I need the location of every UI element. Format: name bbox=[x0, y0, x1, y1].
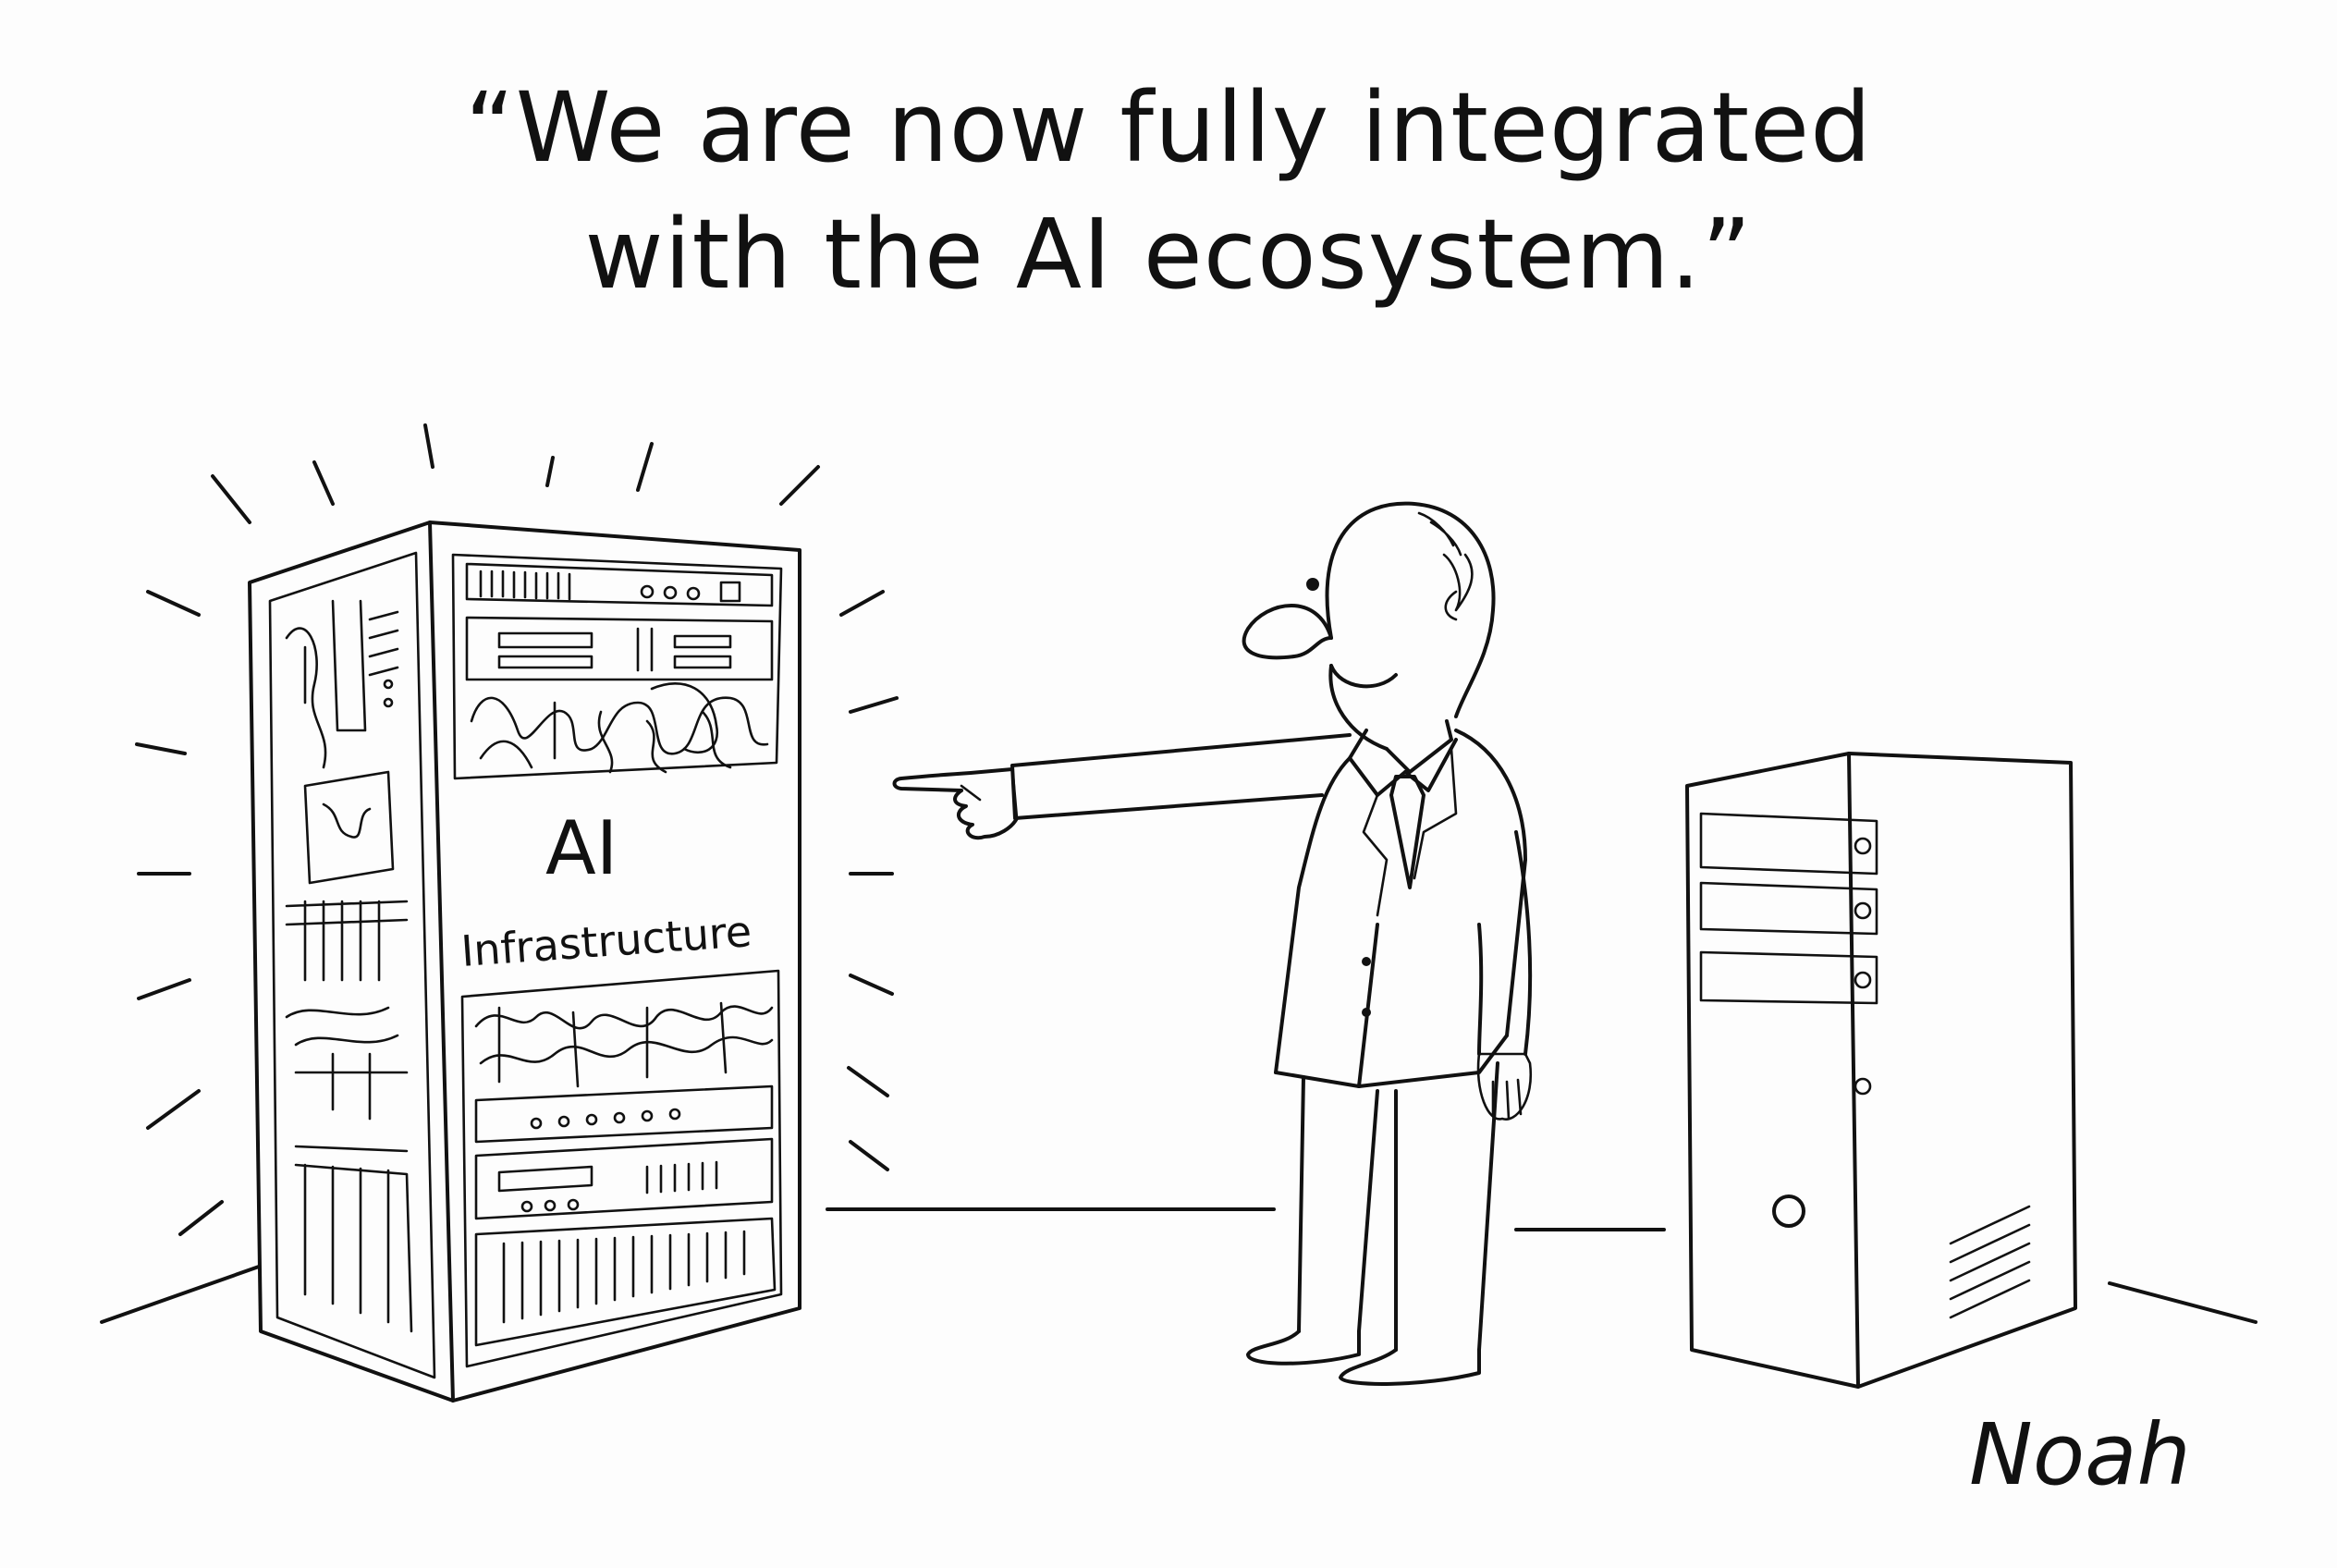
caption-line-2: with the AI ecosystem.” bbox=[584, 198, 1753, 312]
desktop-tower bbox=[1685, 752, 2077, 1389]
ai-rack: AI Infrastructure bbox=[248, 521, 801, 1403]
cartoon-caption: “We are now fully integrated with the AI… bbox=[0, 65, 2337, 319]
floor-line bbox=[100, 1207, 2257, 1324]
rack-label-infrastructure: Infrastructure bbox=[459, 906, 753, 976]
caption-line-1: “We are now fully integrated bbox=[464, 71, 1873, 184]
rack-label-ai: AI bbox=[545, 805, 618, 891]
artist-signature: Noah bbox=[1969, 1405, 2191, 1504]
man-figure bbox=[892, 501, 1533, 1386]
glow-rays bbox=[135, 423, 899, 1236]
